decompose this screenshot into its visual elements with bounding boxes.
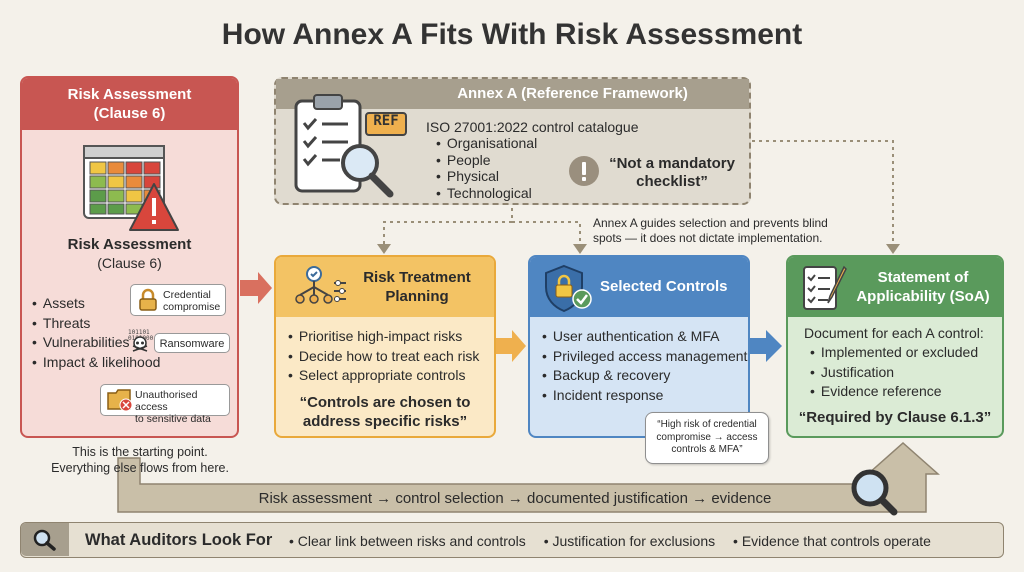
auditors-bar: What Auditors Look For • Clear link betw…: [20, 522, 1004, 558]
arrowhead-soa: [886, 244, 900, 254]
arrow-controls-to-soa: [750, 330, 782, 362]
risk-treatment-quote: “Controls are chosen to address specific…: [299, 394, 471, 430]
risk-assessment-card: Risk Assessment (Clause 6) Risk Assessme…: [20, 76, 239, 438]
risk-treatment-list: Prioritise high-impact risks Decide how …: [288, 327, 480, 386]
list-item: Organisational: [436, 135, 537, 152]
shield-lock-icon: [545, 264, 592, 313]
list-item: Threats: [32, 314, 160, 334]
risk-assessment-list: Assets Threats Vulnerabilities Impact & …: [32, 294, 161, 373]
annex-to-controls: [512, 221, 581, 246]
risk-matrix-icon: [83, 145, 179, 231]
list-item: Justification for exclusions: [552, 533, 716, 549]
flow-bar-text: Risk assessment → control selection → do…: [258, 490, 772, 507]
selected-controls-list: User authentication & MFA Privileged acc…: [542, 327, 748, 406]
list-item: Clear link between risks and controls: [297, 533, 526, 549]
list-item: Technological: [436, 185, 537, 202]
annex-a-quote: “Not a mandatory checklist”: [609, 155, 735, 190]
annex-a-list: Organisational People Physical Technolog…: [436, 135, 537, 201]
list-item: Vulnerabilities: [32, 333, 160, 353]
auditors-list: • Clear link between risks and controls …: [289, 533, 931, 549]
list-item: Incident response: [542, 386, 747, 406]
soa-card: Statement of Applicability (SoA) Documen…: [786, 255, 1004, 438]
magnifier-icon: [851, 469, 898, 516]
annex-a-note: Annex A guides selection and prevents bl…: [593, 216, 828, 245]
list-item: Evidence that controls operate: [741, 533, 931, 549]
list-item: People: [436, 152, 537, 169]
annex-a-header: Annex A (Reference Framework): [276, 79, 749, 109]
auditors-heading: What Auditors Look For: [85, 531, 273, 549]
search-icon: [33, 529, 56, 551]
annex-a-catalogue-title: ISO 27001:2022 control catalogue: [426, 119, 639, 135]
soa-list: Implemented or excluded Justification Ev…: [810, 343, 978, 402]
page-title: How Annex A Fits With Risk Assessment: [221, 18, 803, 51]
document-check-icon: [803, 265, 847, 310]
soa-quote: “Required by Clause 6.1.3”: [798, 409, 992, 426]
folder-icon: [107, 389, 133, 412]
list-item: Impact & likelihood: [32, 353, 161, 373]
list-item: Prioritise high-impact risks: [288, 327, 479, 347]
list-item: User authentication & MFA: [542, 327, 747, 347]
list-item: Implemented or excluded: [810, 343, 978, 363]
annex-to-soa: [752, 140, 894, 246]
risk-assessment-subheading: (Clause 6): [97, 255, 162, 271]
exclamation-icon: [569, 156, 599, 186]
arrow-treatment-to-controls: [496, 330, 526, 362]
lock-icon: [139, 288, 157, 311]
ransomware-tag: Ransomware: [154, 333, 230, 353]
selected-controls-card: Selected Controls User authentication & …: [528, 255, 750, 438]
list-item: Privileged access management: [542, 347, 748, 367]
selected-controls-note: “High risk of credential compromise → ac…: [645, 412, 769, 464]
soa-intro: Document for each A control:: [804, 325, 984, 341]
flow-band-shape: [117, 441, 940, 513]
skull-icon: [132, 336, 148, 352]
list-item: Decide how to treat each risk: [288, 347, 480, 367]
risk-assessment-heading: Risk Assessment: [67, 236, 192, 253]
risk-assessment-header: Risk Assessment (Clause 6): [22, 78, 237, 130]
risk-treatment-card: Risk Treatment Planning Prioritise high-…: [274, 255, 496, 438]
arrowhead-controls: [573, 244, 587, 254]
clipboard-icon: [294, 94, 407, 198]
list-item: Backup & recovery: [542, 366, 747, 386]
list-item: Select appropriate controls: [288, 366, 479, 386]
list-item: Justification: [810, 363, 978, 383]
risk-assessment-caption: This is the starting point. Everything e…: [51, 445, 229, 475]
ref-tag: REF: [373, 113, 399, 129]
list-item: Evidence reference: [810, 382, 978, 402]
arrow-risk-to-treatment: [240, 272, 272, 304]
decision-tree-icon: [295, 266, 346, 304]
list-item: Assets: [32, 294, 160, 314]
annex-a-card: Annex A (Reference Framework) REF ISO 27…: [274, 77, 751, 205]
arrowhead-treatment: [377, 244, 391, 254]
annex-to-treatment: [383, 208, 513, 246]
list-item: Physical: [436, 168, 537, 185]
